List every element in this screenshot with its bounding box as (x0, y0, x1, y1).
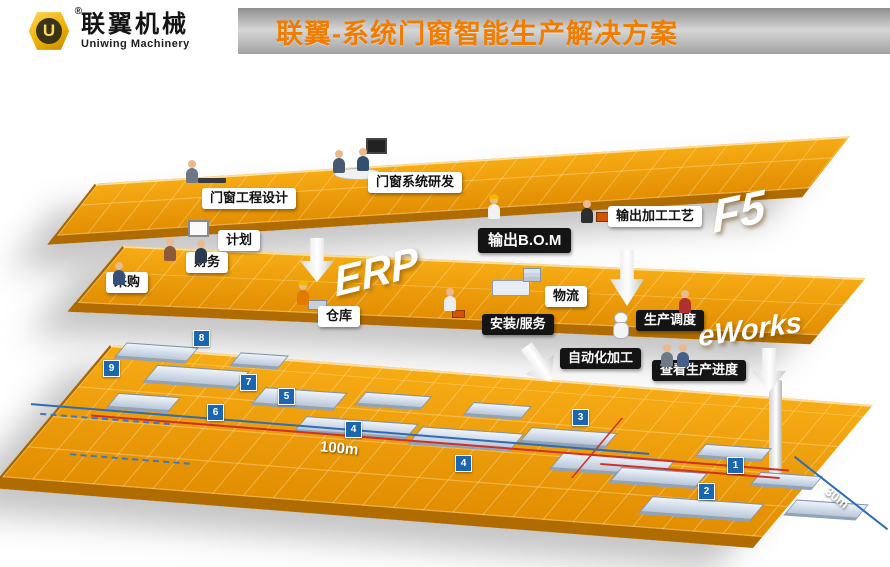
progress-person-icon (660, 344, 674, 368)
monitor-icon (366, 138, 387, 154)
solution-diagram: F5 ERP eWorks 门窗工程设计 门窗系统研发 输出B.O.M 输出加工… (0, 62, 890, 567)
station-label-craft: 输出加工工艺 (608, 206, 703, 227)
designer-person-icon (185, 160, 199, 184)
pillar-column (769, 380, 782, 486)
marker-6: 6 (207, 404, 224, 421)
dispatcher-person-icon (678, 290, 692, 314)
cart-icon (308, 300, 327, 310)
station-label-plan: 计划 (218, 230, 261, 251)
station-label-logistics: 物流 (545, 286, 588, 307)
meeting-person-icon (332, 150, 346, 174)
installer-person-icon (443, 288, 457, 312)
brand-text: 联翼机械 Uniwing Machinery (81, 10, 190, 51)
warehouse-worker-icon (296, 280, 310, 306)
engineer-person-icon (487, 194, 501, 220)
meeting-person-icon (356, 148, 370, 172)
station-label-auto: 自动化加工 (560, 348, 642, 369)
marker-2: 2 (698, 483, 715, 500)
marker-1: 1 (727, 457, 744, 474)
planner-person-icon (163, 238, 177, 262)
hard-hat-icon (298, 280, 308, 285)
whiteboard-icon (188, 220, 209, 237)
page-title: 联翼-系统门窗智能生产解决方案 (276, 18, 678, 49)
craft-person-icon (580, 200, 594, 224)
logo-letter: U (36, 18, 62, 44)
boxes-icon (523, 268, 541, 282)
marker-4b: 4 (455, 455, 472, 472)
progress-person-icon (676, 344, 690, 368)
robot-icon (612, 312, 629, 339)
brand-name-cn: 联翼机械 (81, 10, 189, 38)
marker-9: 9 (103, 360, 120, 377)
marker-8: 8 (193, 330, 210, 347)
registered-trademark: ® (74, 6, 82, 17)
brand-name-en: Uniwing Machinery (81, 37, 190, 50)
marker-5: 5 (278, 388, 295, 405)
purchase-person-icon (112, 262, 126, 286)
station-label-design: 门窗工程设计 (202, 188, 297, 209)
company-logo: U ® 联翼机械 Uniwing Machinery (26, 6, 224, 52)
hard-hat-icon (489, 194, 499, 199)
station-label-warehouse: 仓库 (318, 306, 361, 327)
toolbox-icon (452, 310, 465, 318)
station-label-install: 安装/服务 (482, 314, 554, 335)
station-label-bom: 输出B.O.M (478, 228, 572, 254)
label-f5: F5 (711, 179, 767, 243)
finance-person-icon (194, 240, 208, 264)
title-bar: 联翼-系统门窗智能生产解决方案 (238, 8, 890, 54)
station-label-dispatch: 生产调度 (636, 310, 705, 331)
station-label-rd: 门窗系统研发 (368, 172, 463, 193)
marker-7: 7 (240, 374, 257, 391)
marker-4a: 4 (345, 421, 362, 438)
dimension-label-100m: 100m (319, 438, 360, 459)
marker-3: 3 (572, 409, 589, 426)
logo-shield-icon: U ® (26, 6, 82, 52)
desk-icon (198, 178, 226, 183)
truck-icon (492, 280, 530, 296)
header: U ® 联翼机械 Uniwing Machinery 联翼-系统门窗智能生产解决… (0, 0, 890, 62)
